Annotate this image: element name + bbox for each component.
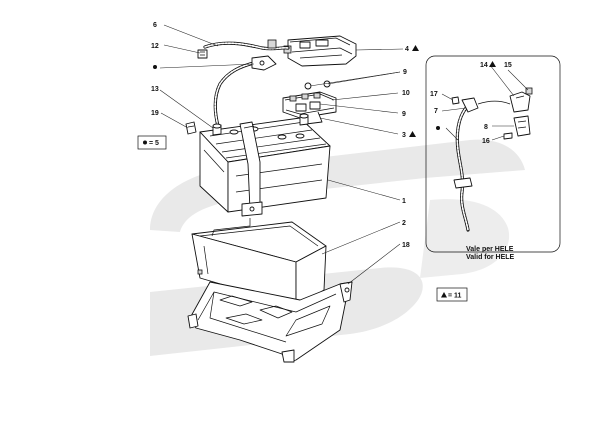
- part-1-battery: [199, 113, 331, 217]
- callout-2: 2: [402, 220, 406, 227]
- callout-14-triangle-marker: [489, 61, 496, 67]
- callout-4: 4: [405, 46, 409, 53]
- hele-cable-assembly: [451, 87, 533, 232]
- callout-17: 17: [430, 91, 438, 98]
- watermark-swoosh-top: [150, 139, 525, 232]
- legend-dot-text: = 5: [149, 140, 159, 147]
- callout-9-top: 9: [403, 69, 407, 76]
- callout-1: 1: [402, 198, 406, 205]
- callout-14: 14: [480, 62, 488, 69]
- callout-3: 3: [402, 132, 406, 139]
- callout-9-bottom: 9: [402, 111, 406, 118]
- callout-4-triangle-marker: [412, 45, 419, 51]
- legend-dot-marker: [143, 140, 147, 145]
- callout-labels: 6 12 13 19 4 9 10 9 3 1 2 18 14 15 17 7 …: [151, 22, 512, 249]
- callout-16: 16: [482, 138, 490, 145]
- callout-15: 15: [504, 62, 512, 69]
- part-19-connector: [185, 121, 197, 135]
- callout-3-triangle-marker: [409, 131, 416, 137]
- callout-6: 6: [153, 22, 157, 29]
- cable-negative: [213, 55, 277, 128]
- legend-dot: = 5: [137, 135, 167, 150]
- cable-6: [203, 39, 290, 51]
- part-12-clamp: [197, 49, 208, 59]
- part-10-terminal-block: [282, 80, 337, 125]
- callout-8: 8: [484, 124, 488, 131]
- callout-7: 7: [434, 108, 438, 115]
- callout-dot-marker-hele: [436, 126, 440, 130]
- leader-lines: [159, 24, 529, 285]
- hele-note-english: Valid for HELE: [466, 254, 515, 261]
- legend-triangle: = 11: [436, 287, 468, 302]
- legend-triangle-marker: [441, 292, 447, 298]
- legend-triangle-text: = 11: [448, 293, 462, 300]
- part-2-battery-tray: [191, 218, 327, 307]
- hele-note-italian: Vale per HELE: [466, 246, 514, 253]
- callout-18: 18: [402, 242, 410, 249]
- callout-10: 10: [402, 90, 410, 97]
- callout-12: 12: [151, 43, 159, 50]
- part-18-support-bracket: [187, 281, 353, 363]
- callout-dot-marker: [153, 65, 157, 69]
- callout-19: 19: [151, 110, 159, 117]
- hele-detail-box: [425, 55, 561, 253]
- part-4-fuse-box: [283, 35, 357, 67]
- callout-13: 13: [151, 86, 159, 93]
- watermark-swoosh-right: [420, 199, 510, 278]
